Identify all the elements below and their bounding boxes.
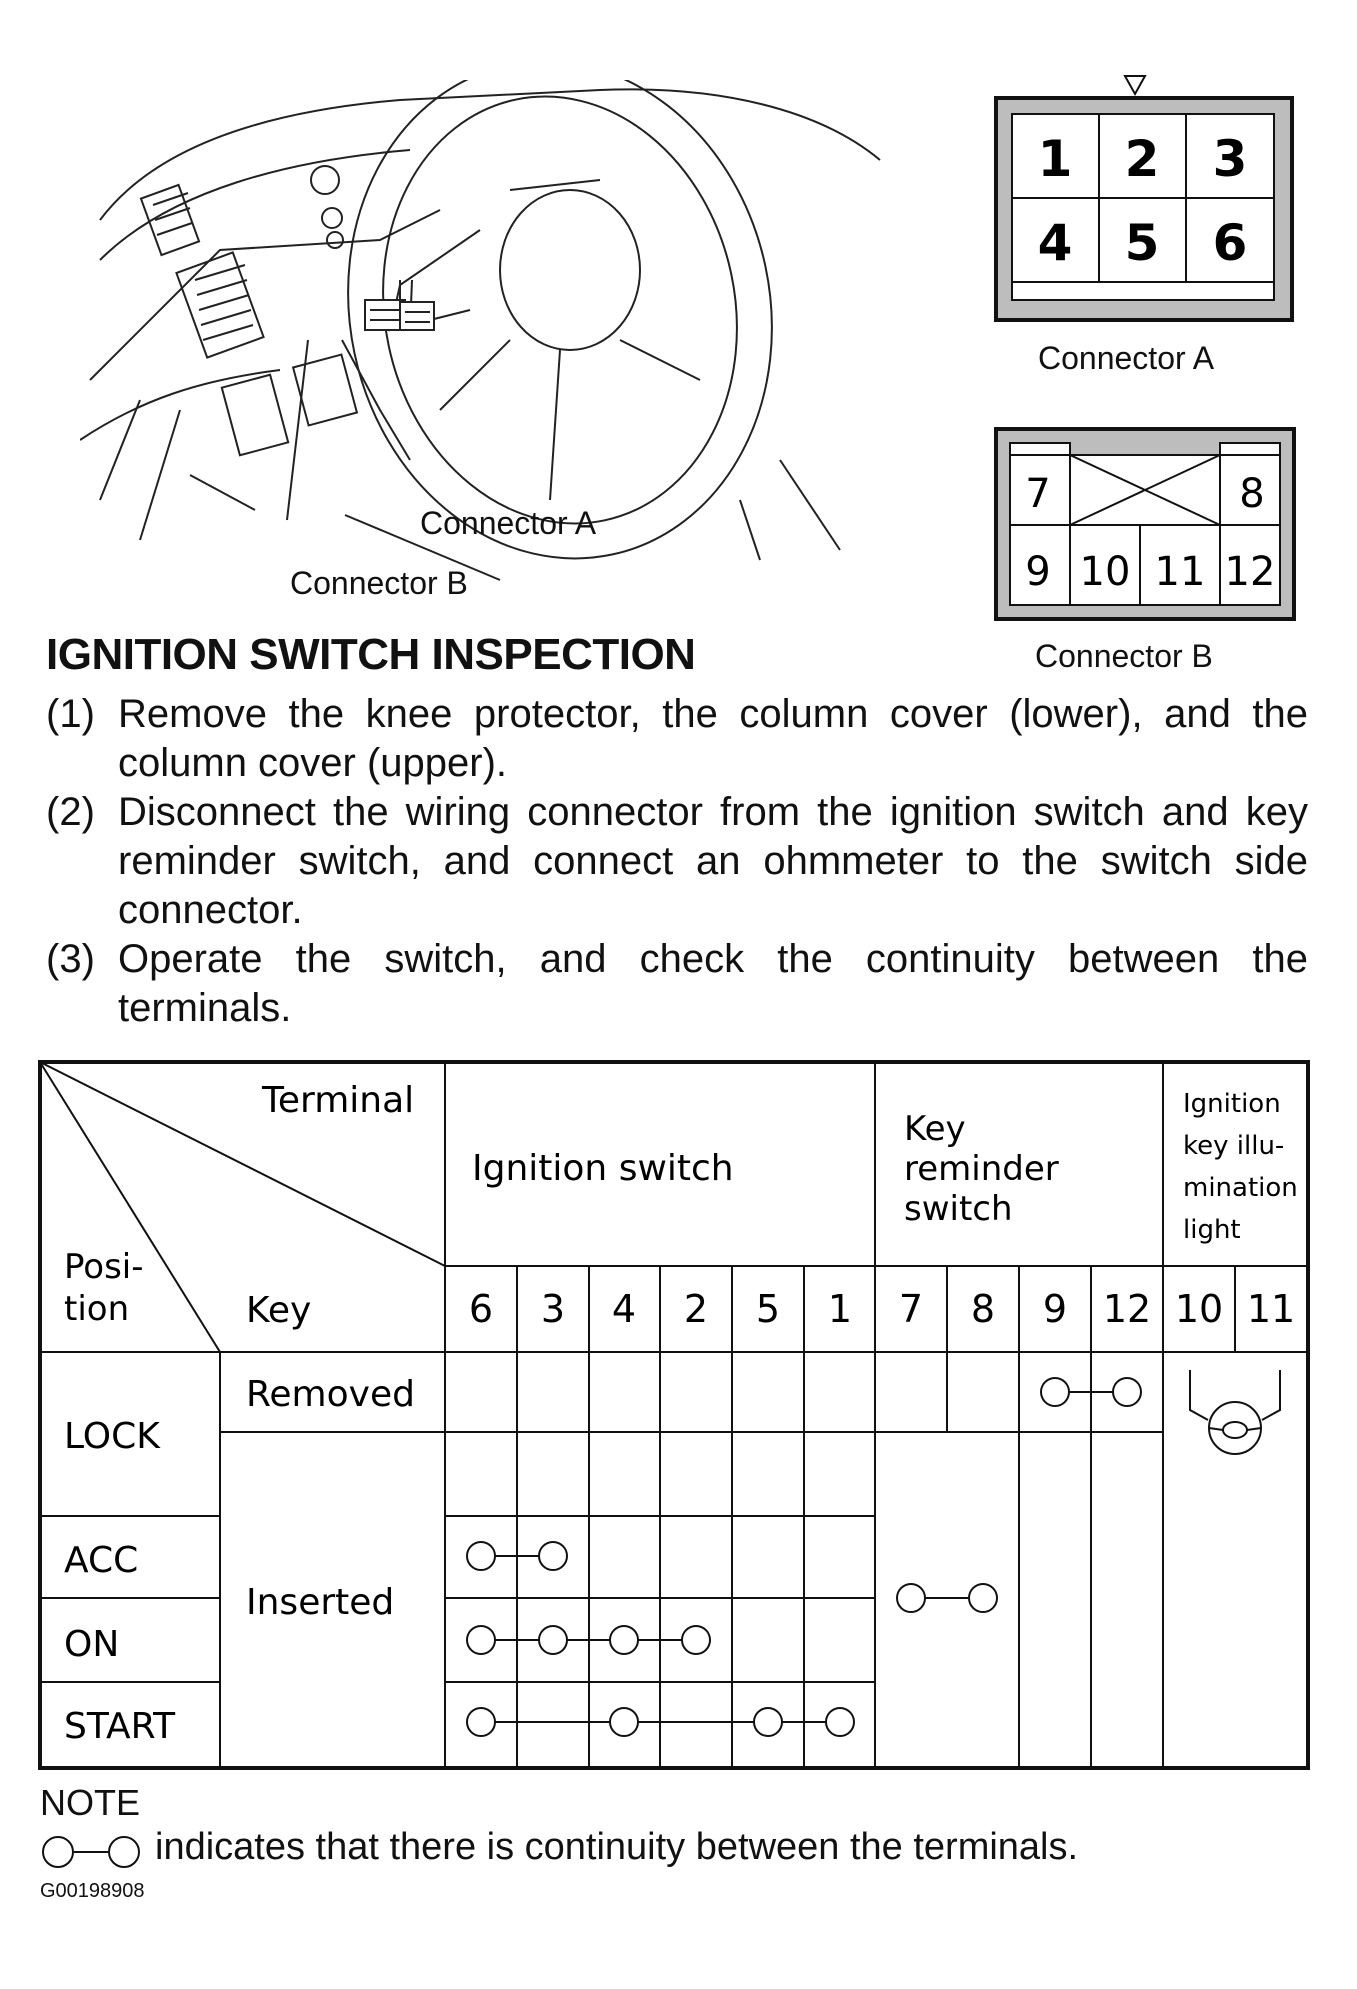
continuity-node [681, 1625, 711, 1655]
terminal-header-5: 5 [756, 1287, 780, 1331]
connector-a-pin-6: 6 [1213, 214, 1248, 272]
connector-b-pin-7: 7 [1025, 471, 1050, 517]
step-2: (2) Disconnect the wiring connector from… [46, 788, 1308, 935]
step-1: (1) Remove the knee protector, the colum… [46, 690, 1308, 788]
label-connector-a: Connector A [420, 505, 597, 541]
step-3: (3) Operate the switch, and check the co… [46, 935, 1308, 1033]
step-text: Disconnect the wiring connector from the… [118, 790, 1308, 932]
steering-column-illustration [80, 80, 881, 581]
terminal-header-4: 4 [612, 1287, 636, 1331]
label-connector-b: Connector B [290, 565, 468, 601]
terminal-header-11: 11 [1247, 1287, 1295, 1331]
corner-position-label: Posi-tion [64, 1247, 144, 1329]
continuity-node [753, 1707, 783, 1737]
note-heading: NOTE [40, 1782, 141, 1823]
bulb-symbol [1189, 1370, 1281, 1455]
continuity-node [896, 1583, 926, 1613]
terminal-header-3: 3 [541, 1287, 565, 1331]
connector-b-caption: Connector B [1035, 638, 1213, 674]
step-number: (2) [46, 790, 95, 834]
connector-b-pin-9: 9 [1025, 549, 1050, 595]
terminal-header-10: 10 [1175, 1287, 1223, 1331]
key-inserted: Inserted [246, 1582, 394, 1623]
continuity-node [538, 1541, 568, 1571]
connector-a-caption: Connector A [1038, 340, 1215, 376]
continuity-node [1040, 1377, 1070, 1407]
connector-b-pin-8: 8 [1239, 471, 1264, 517]
continuity-symbol-icon [42, 1836, 140, 1868]
continuity-node [1112, 1377, 1142, 1407]
position-on: ON [64, 1624, 119, 1665]
continuity-node [466, 1625, 496, 1655]
terminal-header-1: 1 [828, 1287, 852, 1331]
continuity-node [968, 1583, 998, 1613]
key-removed: Removed [246, 1374, 415, 1415]
group-ignition-switch: Ignition switch [472, 1148, 734, 1189]
continuity-node [466, 1707, 496, 1737]
section-title: IGNITION SWITCH INSPECTION [46, 630, 696, 679]
step-number: (3) [46, 937, 95, 981]
terminal-header-9: 9 [1043, 1287, 1067, 1331]
position-start: START [64, 1706, 176, 1747]
position-lock: LOCK [64, 1416, 161, 1457]
connector-b-pin-12: 12 [1225, 549, 1276, 595]
connector-b-pin-11: 11 [1155, 549, 1206, 595]
step-text: Remove the knee protector, the column co… [118, 692, 1308, 785]
connector-a-pin-4: 4 [1038, 214, 1073, 272]
continuity-node [538, 1625, 568, 1655]
corner-key-label: Key [246, 1290, 311, 1331]
continuity-node [466, 1541, 496, 1571]
note-text: indicates that there is continuity betwe… [155, 1826, 1079, 1868]
terminal-header-12: 12 [1103, 1287, 1151, 1331]
step-text: Operate the switch, and check the contin… [118, 937, 1308, 1030]
terminal-header-6: 6 [469, 1287, 493, 1331]
connector-a-pin-5: 5 [1125, 214, 1160, 272]
terminal-header-8: 8 [971, 1287, 995, 1331]
connector-b-pin-10: 10 [1080, 549, 1131, 595]
position-acc: ACC [64, 1540, 138, 1581]
continuity-node [609, 1625, 639, 1655]
connector-a-diagram: 1 2 3 4 5 6 [994, 75, 1294, 322]
terminal-header-7: 7 [899, 1287, 923, 1331]
connector-b-diagram: 7 8 9 10 11 12 [994, 427, 1296, 621]
terminal-header-2: 2 [684, 1287, 708, 1331]
continuity-node [609, 1707, 639, 1737]
corner-terminal-label: Terminal [261, 1080, 414, 1121]
connector-a-pin-3: 3 [1213, 130, 1248, 188]
figure-id: G00198908 [40, 1880, 145, 1902]
continuity-node [825, 1707, 855, 1737]
connector-a-pin-2: 2 [1125, 130, 1160, 188]
connector-a-pin-1: 1 [1038, 130, 1073, 188]
step-number: (1) [46, 692, 95, 736]
